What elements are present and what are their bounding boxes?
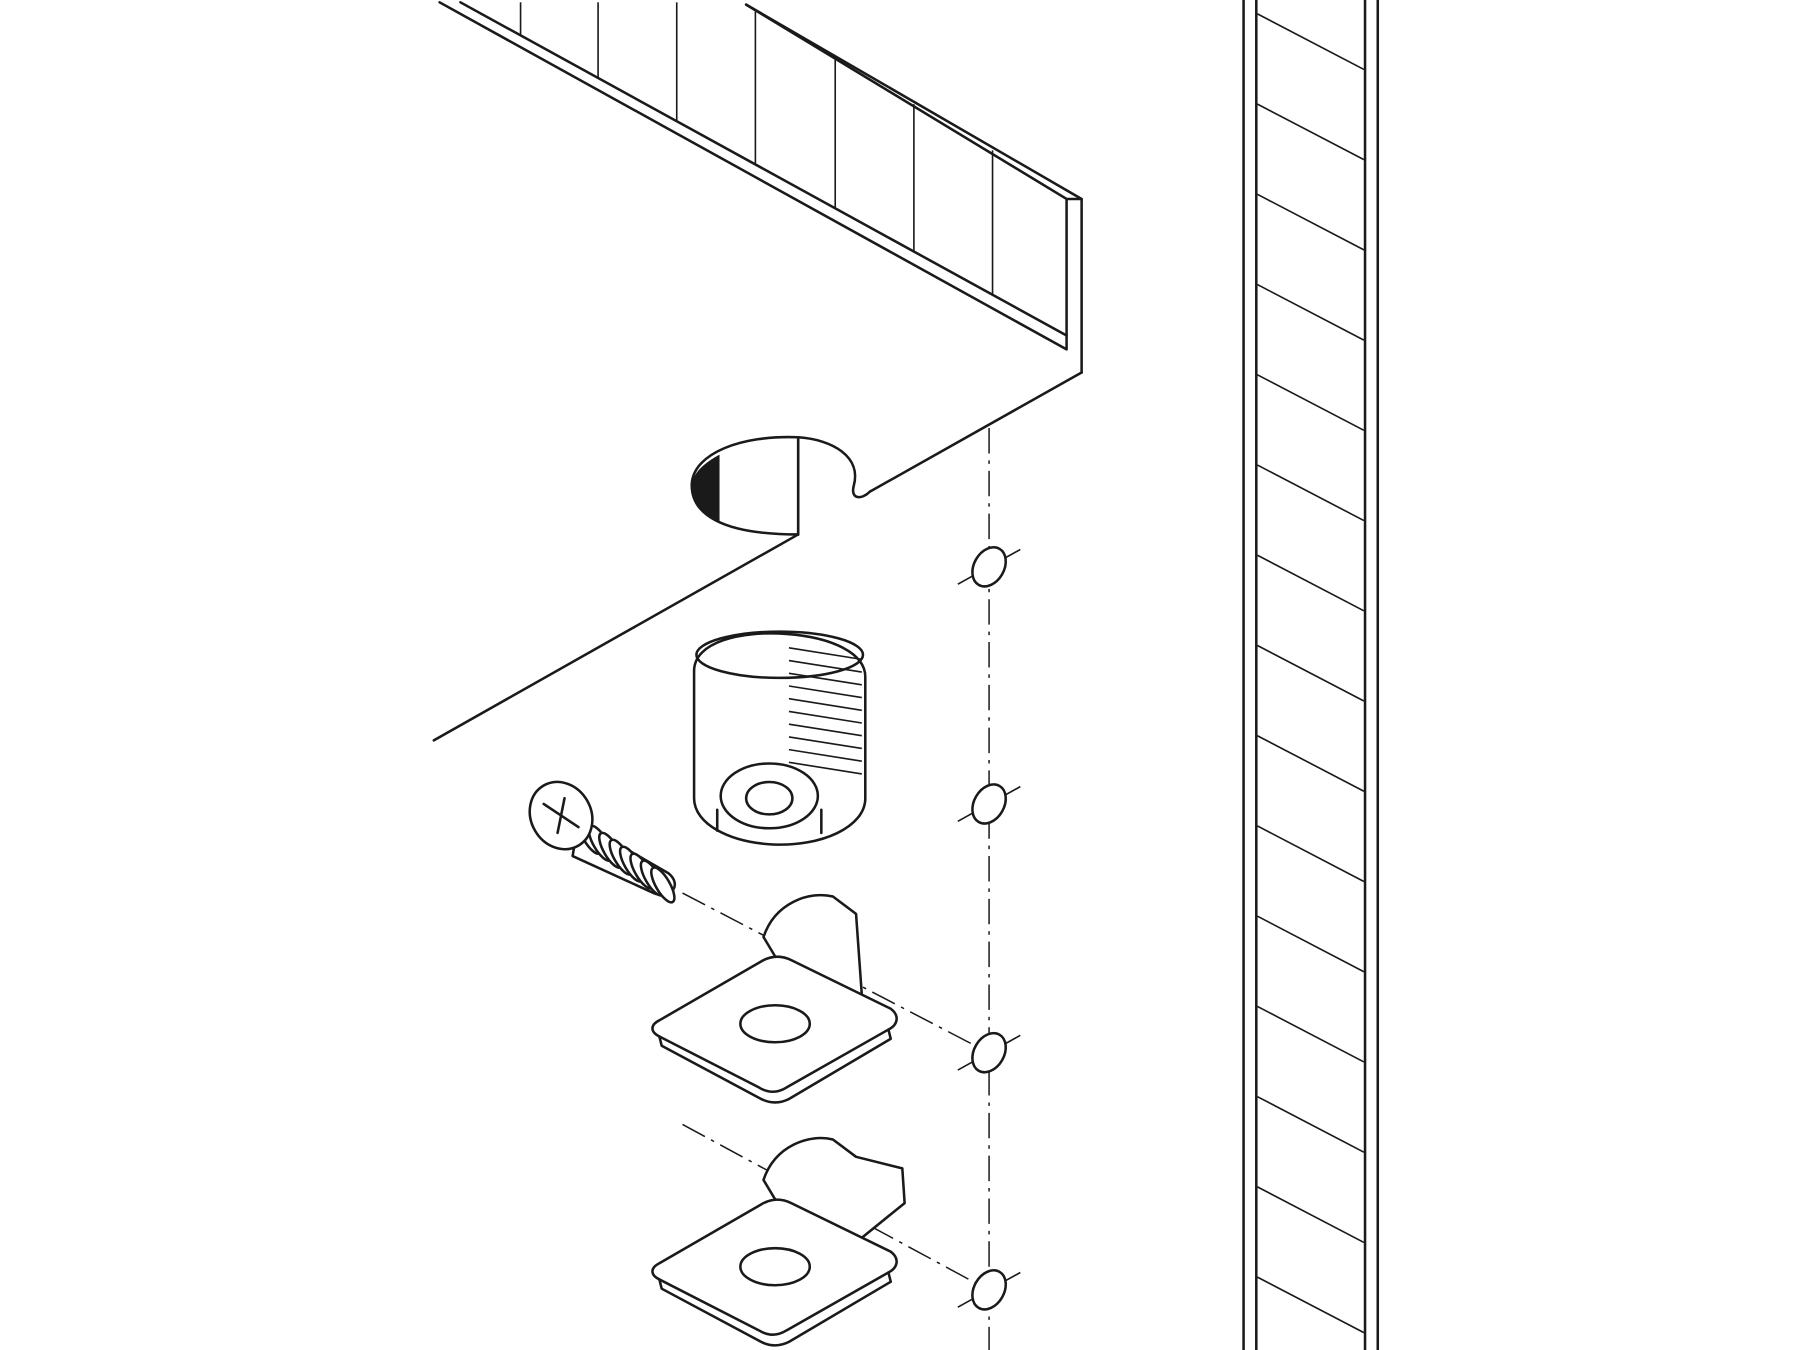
cam-threads	[788, 647, 862, 775]
panel-hatch-line	[1257, 464, 1365, 522]
side-panel	[1242, 0, 1380, 1350]
panel-hatch-line	[1257, 825, 1365, 883]
dowel-icon	[971, 783, 1008, 825]
thread-line	[788, 672, 862, 686]
panel-hatch-line	[1257, 103, 1365, 161]
thread-line	[788, 736, 862, 750]
thread-line	[788, 761, 862, 775]
panel-hatch-line	[1257, 1186, 1365, 1244]
screw-thread	[650, 866, 676, 904]
panel-hatch-line	[1257, 1276, 1365, 1334]
dowel-icon	[971, 546, 1008, 588]
thread-line	[788, 748, 862, 762]
thread-line	[788, 723, 862, 737]
screw	[528, 780, 676, 904]
thread-line	[788, 685, 862, 699]
dowel-icon	[971, 1269, 1008, 1311]
thread-line	[788, 647, 862, 661]
thread-line	[788, 697, 862, 712]
hole-shadow	[691, 454, 720, 523]
connector-plate-upper	[651, 893, 898, 1104]
thread-line	[788, 710, 862, 724]
shelf-edge-hatching	[519, 2, 994, 295]
panel-hatch-line	[1257, 915, 1365, 973]
panel-hatch-line	[1257, 193, 1365, 251]
panel-hatch-line	[1257, 735, 1365, 792]
panel-hatch-line	[1257, 1095, 1365, 1153]
cam-housing	[692, 630, 867, 846]
panel-hatch-line	[1257, 283, 1365, 341]
shelf-panel	[432, 1, 1083, 742]
dowel-icon	[971, 1031, 1008, 1074]
panel-hatch-line	[1257, 554, 1365, 612]
dowel-holes	[957, 546, 1021, 1311]
connector-plate-lower	[651, 1136, 906, 1347]
panel-hatch-line	[1257, 13, 1365, 71]
thread-line	[788, 659, 862, 673]
panel-hatch-line	[1257, 644, 1365, 702]
panel-hatch-line	[1257, 1005, 1365, 1063]
panel-hatch-line	[1257, 374, 1365, 432]
